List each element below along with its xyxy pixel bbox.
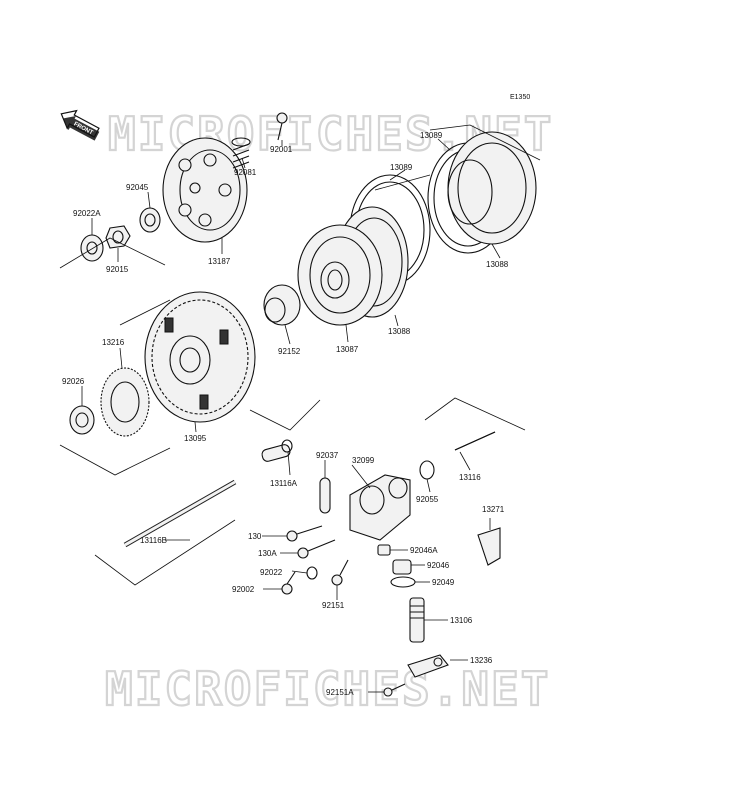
label-92152: 92152 [278,347,301,356]
label-13187: 13187 [208,257,231,266]
label-92151: 92151 [322,601,345,610]
label-92049: 92049 [432,578,455,587]
part-13088-friction-plate-b [447,131,537,245]
part-92151A-bolt [383,683,406,697]
part-92046A-bushing [377,544,391,556]
part-labels: 92001 92081 92045 92022A 92015 13187 130… [62,131,509,697]
label-92022A: 92022A [73,209,101,218]
part-130A-bolt [297,539,336,559]
label-92022: 92022 [260,568,283,577]
part-92055-o-ring [419,460,435,480]
part-92022-washer [306,566,318,580]
part-13106-shaft [409,597,425,643]
label-92015: 92015 [106,265,129,274]
label-13116A: 13116A [270,479,298,488]
label-13088-a: 13088 [486,260,509,269]
label-13089-b: 13089 [390,163,413,172]
label-13271: 13271 [482,505,505,514]
label-92081: 92081 [234,168,257,177]
label-92046: 92046 [427,561,450,570]
part-13116-rod [454,431,496,451]
part-92081-spring [231,137,251,169]
part-92151-bolt [331,559,349,586]
part-92037-lever [319,477,331,514]
label-13087: 13087 [336,345,359,354]
label-92026: 92026 [62,377,85,386]
part-13116B-rod [123,479,237,548]
watermark-bottom: MICROFICHES.NET [105,662,550,716]
part-92045-bearing [139,207,161,233]
label-92046A: 92046A [410,546,438,555]
part-92049-seal [390,576,416,588]
part-13087-clutch-hub [297,224,383,326]
part-92026-washer [69,405,95,435]
label-13088-b: 13088 [388,327,411,336]
label-13116: 13116 [459,473,481,482]
label-92002: 92002 [232,585,255,594]
label-13095: 13095 [184,434,207,443]
label-13089-a: 13089 [420,131,443,140]
label-92045: 92045 [126,183,149,192]
label-13236: 13236 [470,656,493,665]
part-92001-bolt [276,112,288,141]
part-92015-nut [105,225,131,249]
part-13216-gear [100,367,150,437]
label-13216: 13216 [102,338,125,347]
part-13271-bracket [477,527,501,566]
label-13106: 13106 [450,616,473,625]
part-92152-collar [263,284,301,326]
part-130-bolt [286,525,323,542]
part-92046-bushing [392,559,412,575]
part-32099-release-body [349,474,411,541]
label-32099: 32099 [352,456,375,465]
front-arrow-icon: FRONT [60,109,100,141]
label-92001: 92001 [270,145,293,154]
label-130: 130 [248,532,262,541]
label-92037: 92037 [316,451,339,460]
label-92055: 92055 [416,495,439,504]
part-13095-clutch-housing [144,291,256,423]
part-13187-pressure-plate [162,137,248,243]
part-13236-lever [407,654,449,678]
part-13116A-rod [261,439,293,462]
part-92002-bolt [281,571,296,595]
diagram-code: E1350 [510,94,530,101]
label-130A: 130A [258,549,277,558]
part-92022A-washer [80,234,104,262]
label-13116B: 13116B [140,536,167,545]
label-92151A: 92151A [326,688,354,697]
leader-lines [81,138,501,693]
